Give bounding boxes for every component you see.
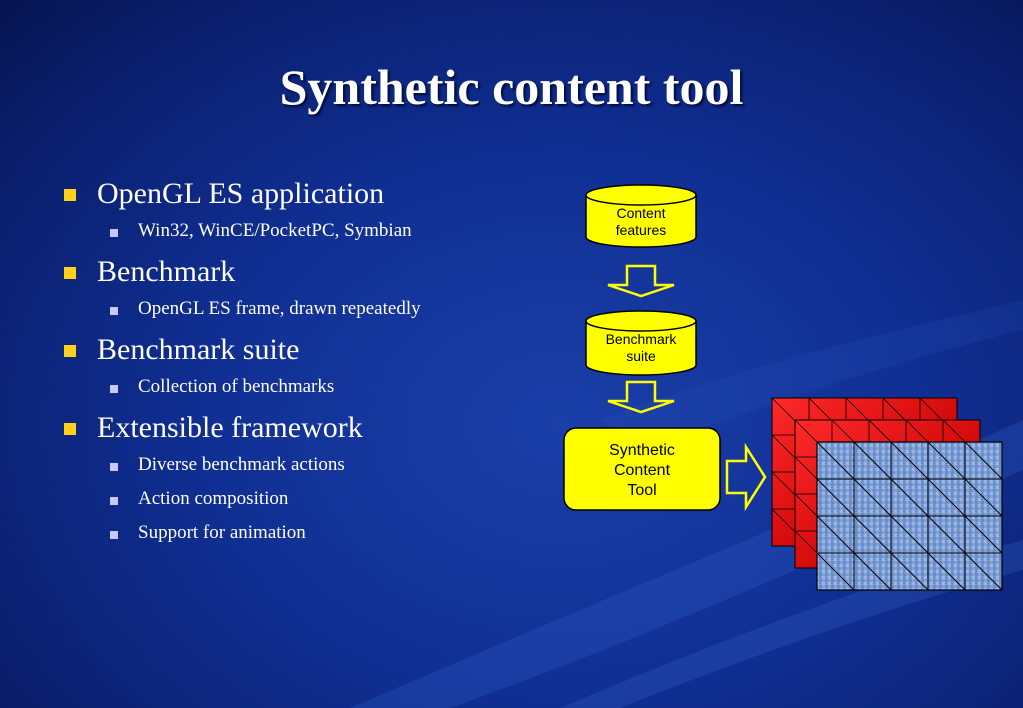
sub-bullet-text: Support for animation (138, 522, 306, 543)
sub-bullet-text: OpenGL ES frame, drawn repeatedly (138, 298, 421, 319)
sub-bullet-item: Support for animation (60, 518, 560, 552)
sub-bullet-marker (110, 385, 118, 393)
bullet-text: Extensible framework (97, 411, 363, 444)
bullet-list: OpenGL ES application Win32, WinCE/Pocke… (60, 172, 560, 552)
bullet-item: Benchmark (60, 250, 560, 294)
down-arrow-icon (607, 380, 675, 414)
tool-label-line1: Synthetic (609, 442, 675, 459)
tool-label-line3: Tool (627, 482, 656, 499)
sub-bullet-item: Action composition (60, 484, 560, 518)
sub-bullet-text: Win32, WinCE/PocketPC, Symbian (138, 220, 412, 241)
sub-bullet-marker (110, 531, 118, 539)
sub-bullet-marker (110, 229, 118, 237)
sub-bullet-item: Collection of benchmarks (60, 372, 560, 406)
slide-title: Synthetic content tool (279, 59, 744, 115)
benchmark-suite-database: Benchmark suite (585, 310, 697, 376)
bullet-text: Benchmark (97, 255, 236, 288)
sub-bullet-item: OpenGL ES frame, drawn repeatedly (60, 294, 560, 328)
bullet-marker (64, 267, 76, 279)
bullet-item: OpenGL ES application (60, 172, 560, 216)
down-arrow-icon (607, 264, 675, 298)
right-arrow-icon (725, 442, 767, 512)
sub-bullet-text: Collection of benchmarks (138, 376, 335, 397)
bullet-text: OpenGL ES application (97, 177, 385, 210)
sub-bullet-text: Diverse benchmark actions (138, 454, 345, 475)
sub-bullet-item: Diverse benchmark actions (60, 450, 560, 484)
tool-label-line2: Content (614, 462, 671, 479)
bullet-marker (64, 189, 76, 201)
bullet-text: Benchmark suite (97, 333, 300, 366)
bullet-marker (64, 423, 76, 435)
blue-texture-grid-front (816, 441, 1003, 591)
bullet-item: Extensible framework (60, 406, 560, 450)
synthetic-content-tool-box: Synthetic Content Tool (563, 427, 721, 511)
db1-label-line2: features (616, 222, 667, 238)
sub-bullet-item: Win32, WinCE/PocketPC, Symbian (60, 216, 560, 250)
sub-bullet-marker (110, 307, 118, 315)
sub-bullet-text: Action composition (138, 488, 289, 509)
db2-label-line1: Benchmark (606, 331, 678, 347)
db2-label-line2: suite (626, 348, 656, 364)
sub-bullet-marker (110, 497, 118, 505)
sub-bullet-marker (110, 463, 118, 471)
bullet-item: Benchmark suite (60, 328, 560, 372)
db1-label-line1: Content (616, 205, 665, 221)
content-features-database: Content features (585, 184, 697, 248)
bullet-marker (64, 345, 76, 357)
